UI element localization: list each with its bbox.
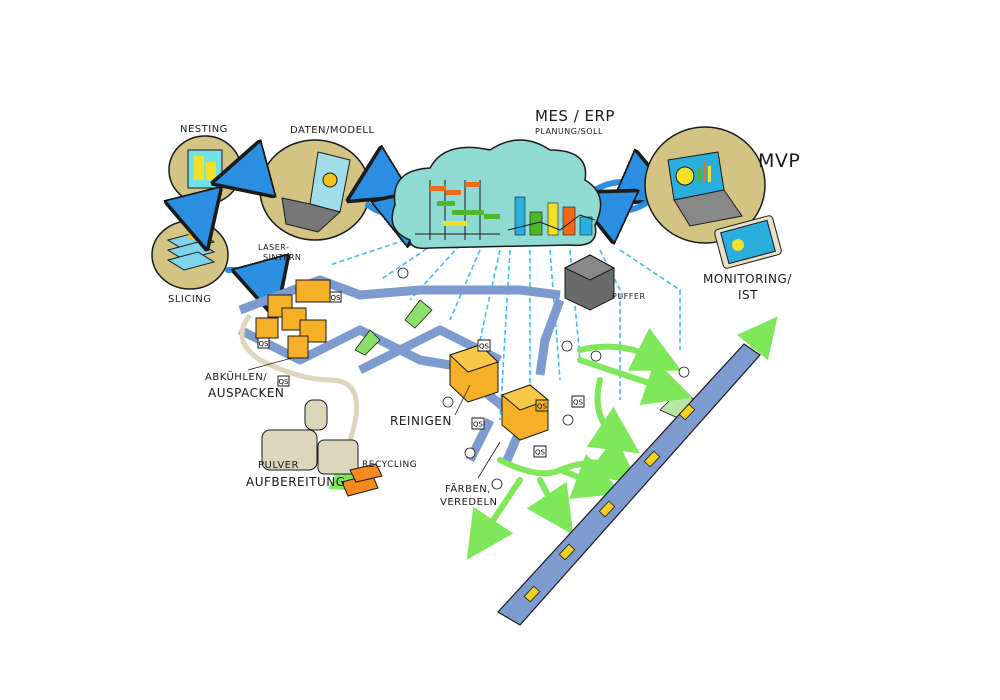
label-faerben: FÄRBEN,: [445, 484, 491, 495]
label-reinigen: REINIGEN: [390, 414, 452, 428]
label-puffer: PUFFER: [612, 292, 646, 301]
wifi-sensor-icon: [590, 350, 602, 362]
laptop-icon: [281, 151, 351, 233]
label-nesting: NESTING: [180, 124, 228, 135]
label-sintern: SINTERN: [263, 253, 302, 262]
finished-parts: [523, 403, 696, 603]
data-connection-lines: [329, 234, 681, 421]
wifi-sensor-icon: [561, 340, 573, 352]
output-conveyor: [497, 316, 778, 626]
nesting-box-icon: [187, 149, 223, 189]
qs-badge: QS: [571, 395, 585, 408]
mvp-node: [644, 126, 782, 269]
tablet-icon: [714, 215, 782, 269]
svg-text:QS: QS: [473, 421, 484, 429]
pulver-aufbereitung-machine: [261, 399, 359, 475]
label-planung-soll: PLANUNG/SOLL: [535, 127, 603, 136]
bar-chart-icon: [507, 196, 596, 236]
laser-sinter-machines: [255, 279, 331, 359]
qs-badges: QS QS QS QS QS QS QS QS: [257, 291, 585, 458]
svg-text:QS: QS: [331, 294, 342, 302]
powder-pipe: [239, 313, 360, 441]
qs-badge: QS: [535, 399, 549, 412]
nesting-node: [168, 135, 242, 205]
qs-badge: QS: [477, 339, 491, 352]
label-veredeln: VEREDELN: [440, 497, 498, 508]
slice-layers-icon: [166, 231, 216, 271]
wireless-sensor-icons: [397, 267, 690, 490]
label-laser: LASER-: [258, 243, 290, 252]
svg-text:QS: QS: [259, 340, 270, 348]
label-ist: IST: [738, 288, 758, 302]
faerben-machine: [501, 384, 549, 441]
svg-text:QS: QS: [535, 449, 546, 457]
qs-badge: QS: [257, 337, 270, 349]
output-flows: [328, 327, 693, 560]
puffer-box: [563, 254, 616, 311]
wifi-sensor-icon: [678, 366, 690, 378]
wifi-sensor-icon: [562, 414, 574, 426]
label-slicing: SLICING: [168, 294, 212, 305]
qs-badge: QS: [471, 417, 485, 430]
label-abkuehlen: ABKÜHLEN/: [205, 372, 268, 383]
svg-text:QS: QS: [537, 403, 548, 411]
qs-badge: QS: [277, 375, 290, 387]
arrow-nesting-to-slicing: [199, 206, 203, 222]
wifi-sensor-icon: [442, 396, 454, 408]
arrow-mvp-to-cloud: [600, 200, 653, 210]
svg-text:QS: QS: [573, 399, 584, 407]
mes-erp-cloud: [391, 139, 602, 250]
label-aufbereitung: AUFBEREITUNG: [246, 475, 346, 489]
svg-text:QS: QS: [279, 378, 290, 386]
qs-badge: QS: [533, 445, 547, 458]
qs-badge: QS: [329, 291, 342, 303]
label-monitoring: MONITORING/: [703, 272, 792, 286]
dashboard-laptop-icon: [667, 151, 743, 227]
label-recycling: RECYCLING: [362, 460, 418, 470]
arrow-daten-to-nesting: [240, 175, 268, 190]
exit-arrow: [736, 316, 778, 361]
arrow-slicing-to-laser: [225, 270, 268, 290]
label-auspacken: AUSPACKEN: [208, 386, 285, 400]
wifi-sensor-icon: [397, 267, 409, 279]
label-daten-modell: DATEN/MODELL: [290, 125, 375, 136]
wifi-sensor-icon: [491, 478, 503, 490]
daten-modell-node: [259, 139, 371, 241]
label-pulver: PULVER: [258, 460, 299, 471]
gantt-chart-icon: [415, 180, 500, 240]
label-mvp: MVP: [758, 150, 801, 172]
svg-text:QS: QS: [479, 343, 490, 351]
leader-lines: [247, 357, 501, 479]
recycling-bins: [341, 463, 383, 497]
wifi-sensor-icon: [464, 447, 476, 459]
slicing-node: [151, 220, 229, 290]
arrow-cloud-to-mvp: [592, 182, 650, 190]
label-mes-erp: MES / ERP: [535, 107, 615, 125]
